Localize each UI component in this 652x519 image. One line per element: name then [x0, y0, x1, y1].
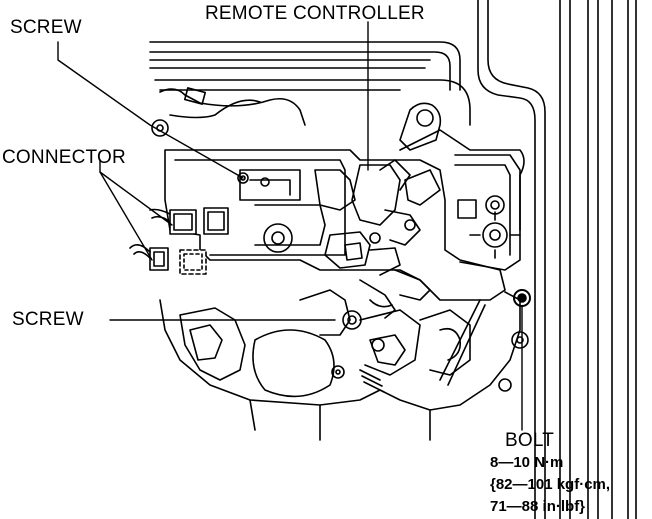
- latch-mechanism: [454, 154, 521, 271]
- latch-body: [164, 149, 506, 301]
- screw-bottom-label: SCREW: [12, 309, 84, 330]
- torque-spec-line-3: 71—88 in·lbf}: [490, 498, 586, 515]
- door-frame-lines: [477, 0, 637, 519]
- screw-markers: [237, 172, 362, 330]
- lower-edge-lines: [249, 399, 431, 441]
- leader-lines: [57, 21, 523, 431]
- screw-top-label: SCREW: [10, 17, 82, 38]
- torque-spec-line-2: {82—101 kgf·cm,: [490, 476, 611, 493]
- remote-controller-label: REMOTE CONTROLLER: [205, 3, 425, 24]
- remote-controller-assembly: [314, 159, 441, 319]
- remote-controller-cable: [151, 87, 306, 137]
- lower-mechanism: [159, 289, 529, 411]
- upper-rail-lines: [149, 41, 471, 126]
- connector-blocks: [129, 207, 229, 275]
- torque-spec-line-1: 8—10 N·m: [490, 454, 564, 471]
- bolt-label: BOLT: [505, 430, 555, 451]
- connector-label: CONNECTOR: [2, 147, 126, 168]
